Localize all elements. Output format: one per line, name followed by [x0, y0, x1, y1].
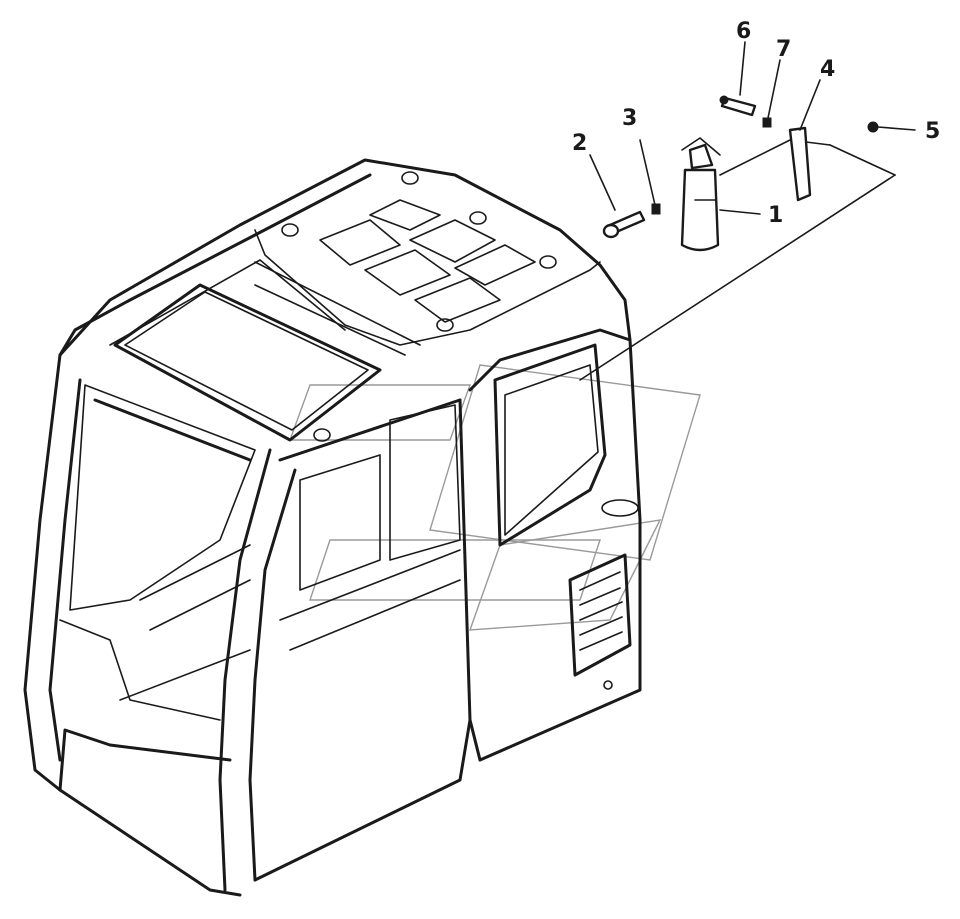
bracket-part-4: [788, 126, 812, 202]
callout-1: 1: [768, 203, 783, 228]
washer-part-3: [651, 203, 661, 215]
fire-extinguisher-part-1: [680, 137, 721, 252]
cab-frame: [23, 158, 642, 897]
mounting-leader-line: [579, 174, 896, 381]
callout-2: 2: [572, 131, 587, 156]
callout-4: 4: [820, 57, 835, 82]
screw-part-6: [719, 95, 757, 117]
nut-part-5: [867, 121, 879, 133]
callout-5: 5: [925, 119, 940, 144]
callout-6: 6: [736, 19, 751, 44]
bolt-part-2: [602, 210, 646, 239]
callout-7: 7: [776, 37, 791, 62]
callout-3: 3: [622, 106, 637, 131]
washer-part-7: [762, 117, 772, 128]
bracket-leader-line: [829, 144, 896, 176]
